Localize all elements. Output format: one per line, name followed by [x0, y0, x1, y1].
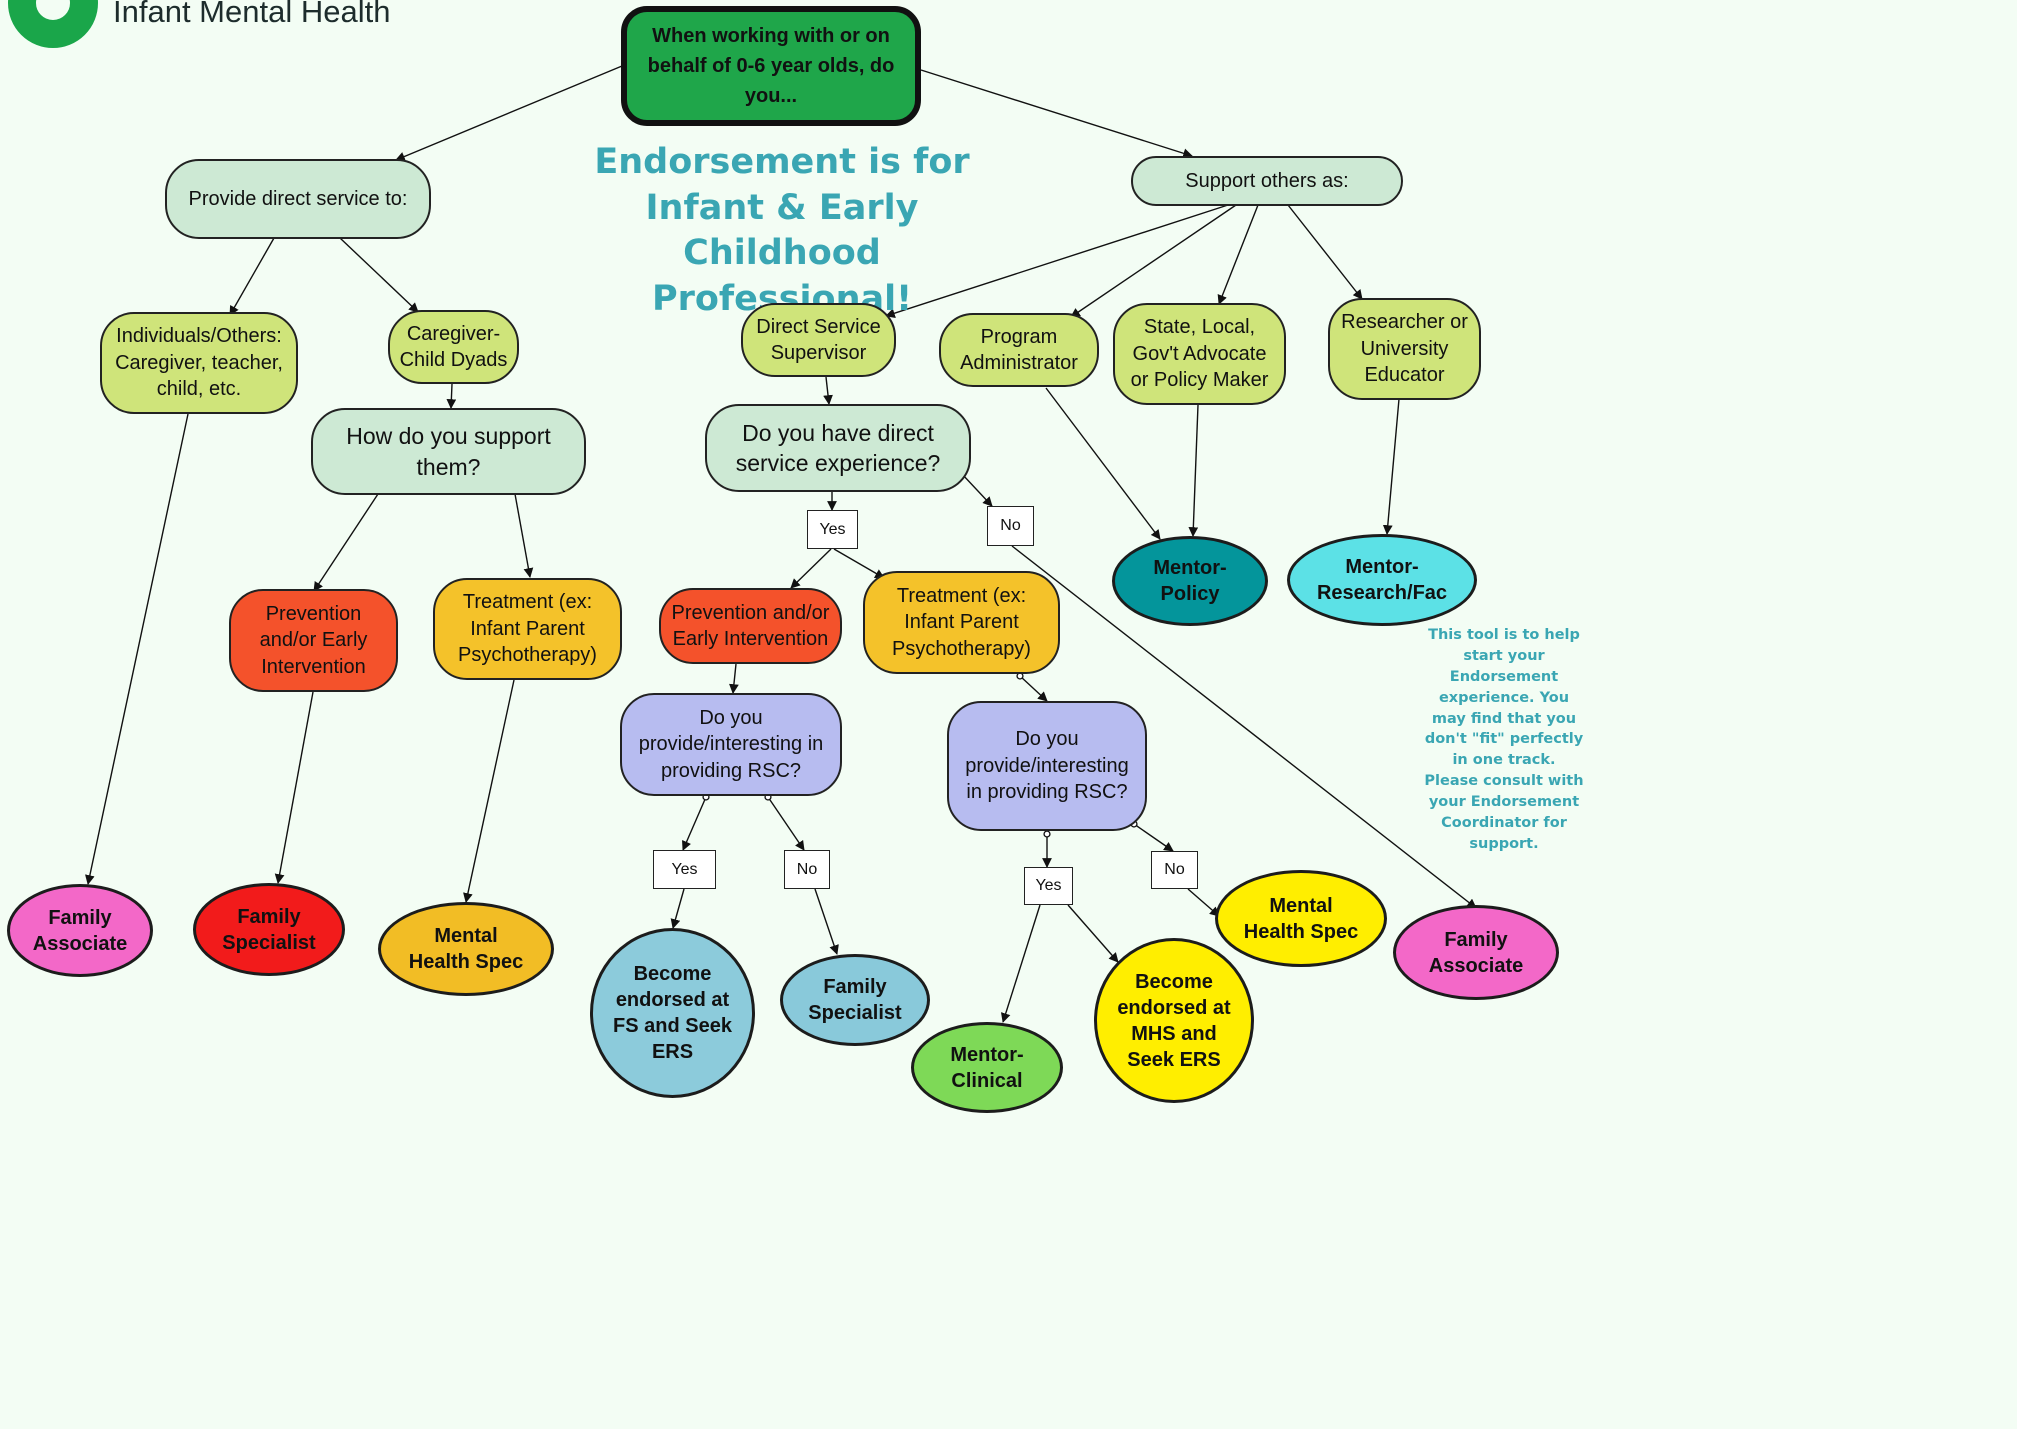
edge-no-family-associate — [1011, 545, 1477, 909]
state-local-advocate-node: State, Local, Gov't Advocate or Policy M… — [1113, 303, 1286, 405]
root-question: When working with or on behalf of 0-6 ye… — [621, 6, 921, 126]
edge-root-direct-service — [395, 65, 623, 162]
edge-how-prevention — [313, 493, 379, 592]
mentor-policy: Mentor- Policy — [1112, 536, 1268, 626]
prevention-early-intervention-mid-node: Prevention and/or Early Intervention — [659, 588, 842, 664]
edge-treatment-mhs — [463, 679, 515, 903]
individuals-others-node: Individuals/Others: Caregiver, teacher, … — [100, 312, 298, 414]
family-associate-right: Family Associate — [1393, 905, 1559, 1000]
provide-direct-service-node: Provide direct service to: — [165, 159, 431, 239]
edge-root-support-others — [920, 69, 1193, 159]
yes-label-rsc-right: Yes — [1024, 867, 1073, 905]
rsc-question-mid: Do you provide/interesting in providing … — [620, 693, 842, 796]
edge-admin-policy — [1045, 387, 1161, 540]
direct-service-supervisor-node: Direct Service Supervisor — [741, 303, 896, 377]
no-label-rsc-mid: No — [784, 850, 830, 889]
family-specialist-mid: Family Specialist — [780, 954, 930, 1046]
how-do-you-support-node: How do you support them? — [311, 408, 586, 495]
yes-label-experience: Yes — [807, 510, 858, 549]
caregiver-child-dyads-node: Caregiver- Child Dyads — [388, 310, 519, 384]
edge-yes-prevention — [790, 548, 832, 589]
mental-health-spec-left: Mental Health Spec — [378, 902, 554, 996]
mental-health-spec-right: Mental Health Spec — [1215, 870, 1387, 967]
edge-yes-mentor-clinical — [1000, 904, 1041, 1023]
edge-support-program-admin — [1070, 204, 1237, 318]
side-note: This tool is to help start your Endorsem… — [1424, 627, 1584, 852]
become-endorsed-mhs: Become endorsed at MHS and Seek ERS — [1094, 938, 1254, 1103]
family-specialist-left: Family Specialist — [193, 883, 345, 976]
edge-individuals-family-associate — [85, 413, 189, 885]
edge-no-mhs — [1187, 888, 1220, 917]
edge-dyads-how — [446, 383, 457, 409]
no-label-rsc-right: No — [1151, 851, 1198, 889]
edge-how-treatment — [514, 493, 534, 578]
edge-researcher-research — [1382, 398, 1400, 535]
edge-support-advocate — [1217, 204, 1259, 305]
edge-support-ds-supervisor — [885, 204, 1229, 318]
mentor-clinical: Mentor- Clinical — [911, 1022, 1063, 1113]
no-label-experience: No — [987, 506, 1034, 546]
edge-rsc-mid-yes — [682, 793, 710, 851]
edge-direct-individuals — [229, 237, 275, 316]
edge-supervisor-experience — [823, 376, 833, 405]
treatment-mid-node: Treatment (ex: Infant Parent Psychothera… — [863, 571, 1060, 674]
logo-text: Infant Mental Health — [113, 0, 391, 29]
edge-direct-dyads — [339, 237, 419, 313]
connector-lines — [85, 65, 1477, 1023]
edge-treatment-rsc — [1016, 672, 1048, 702]
mentor-research-fac: Mentor- Research/Fac — [1287, 534, 1477, 626]
become-endorsed-fs: Become endorsed at FS and Seek ERS — [590, 928, 755, 1098]
yes-label-rsc-mid: Yes — [653, 850, 716, 889]
edge-support-researcher — [1287, 204, 1363, 300]
researcher-educator-node: Researcher or University Educator — [1328, 298, 1481, 400]
edge-yes-treatment — [833, 548, 885, 579]
edge-prevention-rsc — [729, 663, 739, 694]
edge-yes-endorse-fs — [670, 888, 685, 929]
edge-experience-no — [961, 473, 993, 507]
edge-rsc-right-no — [1130, 820, 1174, 852]
edge-prevention-family-specialist — [274, 691, 314, 884]
support-others-node: Support others as: — [1131, 156, 1403, 206]
edge-no-family-specialist — [814, 888, 839, 955]
headline: Endorsement is for Infant & Early Childh… — [594, 142, 970, 319]
program-administrator-node: Program Administrator — [939, 313, 1099, 387]
rsc-question-right: Do you provide/interesting in providing … — [947, 701, 1147, 831]
edge-rsc-mid-no — [764, 793, 805, 851]
prevention-early-intervention-left-node: Prevention and/or Early Intervention — [229, 589, 398, 692]
direct-service-experience-question: Do you have direct service experience? — [705, 404, 971, 492]
family-associate-left: Family Associate — [7, 884, 153, 977]
edge-yes-endorse-mhs — [1067, 904, 1119, 963]
treatment-left-node: Treatment (ex: Infant Parent Psychothera… — [433, 578, 622, 680]
edge-advocate-policy — [1188, 404, 1199, 537]
